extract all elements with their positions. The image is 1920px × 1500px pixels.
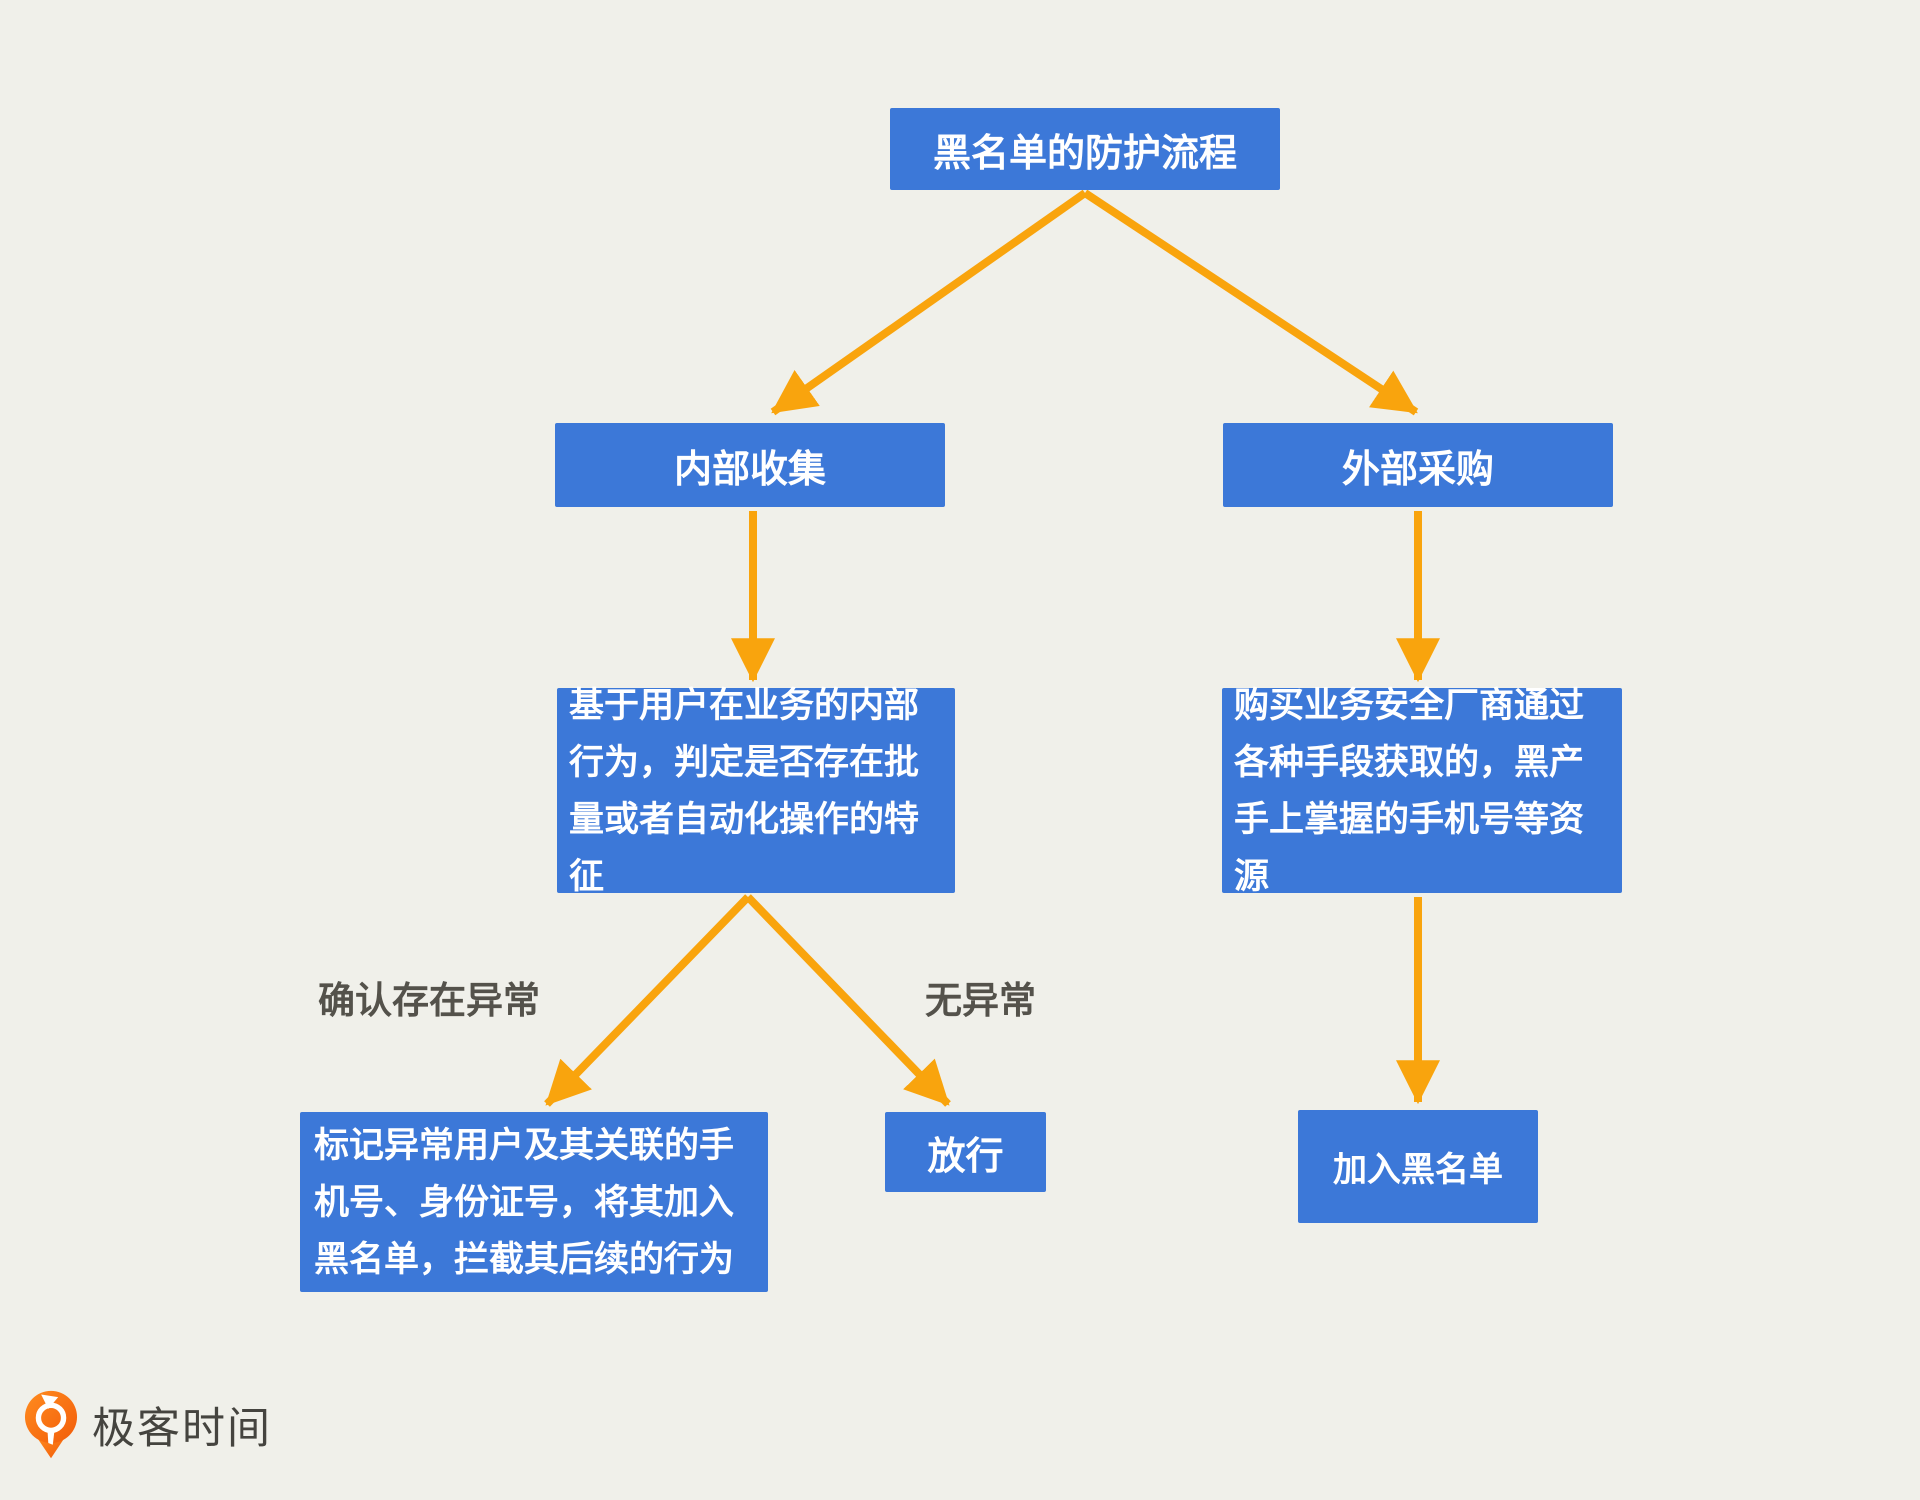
edge-detail-to-release (745, 894, 951, 1107)
edge-title-to-external (1082, 189, 1419, 416)
geektime-brand-name: 极客时间 (92, 1405, 272, 1453)
edge-label-abnormal-confirmed: 确认存在异常 (318, 980, 540, 1021)
node-mark-abnormal-user: 标记异常用户及其关联的手机号、身份证号，将其加入黑名单，拦截其后续的行为 (300, 1112, 768, 1292)
edge-detail-to-mark-abnormal (544, 894, 751, 1107)
node-add-to-blacklist: 加入黑名单 (1298, 1110, 1538, 1223)
node-external-procurement: 外部采购 (1223, 423, 1613, 507)
node-release: 放行 (885, 1112, 1046, 1192)
edge-label-no-abnormal: 无异常 (925, 980, 1036, 1021)
geektime-logo-icon (24, 1390, 78, 1459)
geektime-brand: 极客时间 (24, 1390, 272, 1460)
node-external-detail: 购买业务安全厂商通过各种手段获取的，黑产手上掌握的手机号等资源 (1222, 686, 1622, 896)
node-title: 黑名单的防护流程 (890, 108, 1280, 190)
node-internal-collection: 内部收集 (555, 423, 945, 507)
edge-title-to-internal (770, 189, 1088, 416)
node-internal-detail: 基于用户在业务的内部行为，判定是否存在批量或者自动化操作的特征 (557, 686, 955, 896)
